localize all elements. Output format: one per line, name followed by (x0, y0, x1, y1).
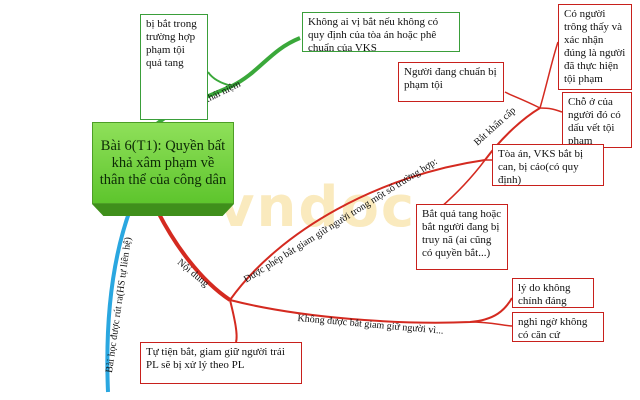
branch-line-duoc-phep (229, 159, 486, 301)
connector-nghi-ngo (469, 321, 513, 327)
branch-line-bai-hoc (105, 209, 132, 393)
connector-bi-bat (207, 71, 233, 87)
node-nghi-ngo: nghi ngờ không có căn cứ (512, 312, 604, 342)
node-khong-ai: Không ai vị bắt nếu không có quy định củ… (302, 12, 460, 54)
connector-nguoi-dang (504, 91, 541, 109)
node-cho-o: Chỗ ở của người đó có dấu vết tội phạm (562, 92, 632, 148)
connector-tu-tien (229, 299, 238, 343)
branch-line-khong-duoc (229, 297, 513, 324)
center-topic-title: Bài 6(T1): Quyền bất khả xâm phạm về thâ… (92, 122, 234, 204)
branch-line-noi-dung (156, 211, 232, 302)
node-ly-do: lý do không chính đáng (512, 278, 594, 308)
node-toa-an: Tòa án, VKS bắt bị can, bị cáo(có quy đị… (492, 144, 604, 186)
watermark: vndoc (218, 175, 417, 240)
node-nguoi-dang: Người đang chuẩn bị phạm tội (398, 62, 504, 102)
node-bi-bat: bị bắt trong trường hợp phạm tội quả tan… (140, 14, 208, 120)
connector-co-nguoi (539, 41, 559, 109)
center-topic-3d-edge (92, 204, 234, 216)
branch-line-bat-khan-cap (484, 107, 541, 161)
node-co-nguoi: Có người trông thấy và xác nhận đúng là … (558, 4, 632, 90)
node-bat-qua-tang: Bắt quả tang hoặc bắt người đang bị truy… (416, 204, 508, 270)
connector-cho-o (539, 107, 563, 113)
center-topic: Bài 6(T1): Quyền bất khả xâm phạm về thâ… (92, 122, 234, 218)
node-tu-tien: Tự tiện bắt, giam giữ người trái PL sẽ b… (140, 342, 302, 384)
